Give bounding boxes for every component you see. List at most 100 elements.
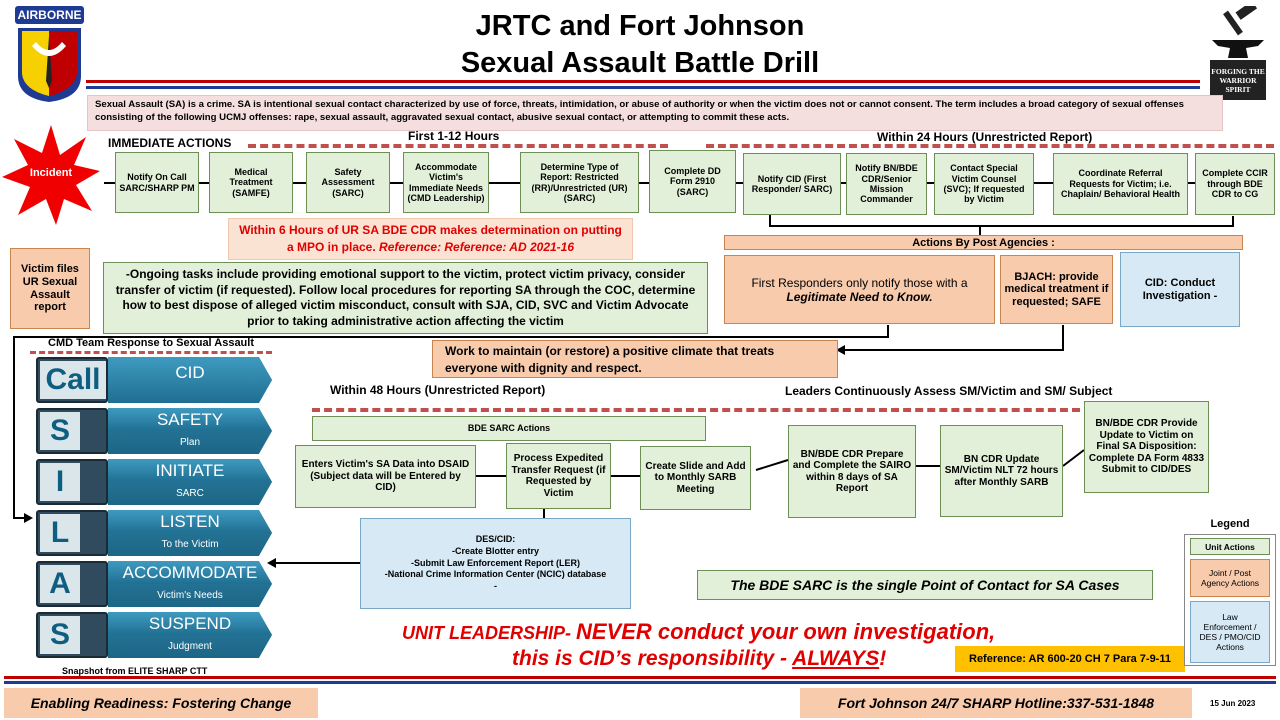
definition-banner: Sexual Assault (SA) is a crime. SA is in…	[87, 95, 1223, 131]
cid-responsibility-text: this is CID’s responsibility -	[512, 646, 793, 670]
silas-letter-a: A	[40, 565, 80, 603]
legend-unit: Unit Actions	[1190, 538, 1270, 555]
des-title: DES/CID:	[475, 534, 516, 545]
step-notify-sarc: Notify On Call SARC/SHARP PM	[115, 152, 199, 213]
legend: Legend Unit Actions Joint / Post Agency …	[1184, 518, 1276, 666]
des-line-dash: -	[494, 581, 497, 592]
snapshot-caption: Snapshot from ELITE SHARP CTT	[62, 666, 208, 676]
silas-letter-s1: S	[40, 412, 80, 450]
actions-post-header: Actions By Post Agencies :	[724, 235, 1243, 250]
step-notify-cid: Notify CID (First Responder/ SARC)	[743, 153, 841, 215]
silas-sub-accommodate: Victim's Needs	[157, 590, 223, 601]
silas-listen: L LISTEN To the Victim	[36, 510, 272, 556]
airborne-shield-icon	[15, 6, 84, 102]
first-hours-dash	[248, 144, 668, 148]
always-text: ALWAYS	[792, 646, 880, 670]
header-rule-red	[86, 80, 1200, 83]
warrior-logo-text: FORGING THE WARRIOR SPIRIT	[1210, 60, 1266, 100]
unit-leadership-label: UNIT LEADERSHIP-	[402, 623, 577, 643]
silas-top-safety: SAFETY	[108, 408, 272, 431]
step-report-type: Determine Type of Report: Restricted (RR…	[520, 152, 639, 213]
mpo-note: Within 6 Hours of UR SA BDE CDR makes de…	[228, 218, 633, 260]
step-referral: Coordinate Referral Requests for Victim;…	[1053, 153, 1188, 215]
unit-leadership-warning: UNIT LEADERSHIP- NEVER conduct your own …	[360, 618, 1080, 672]
within24-label: Within 24 Hours (Unrestricted Report)	[877, 130, 1093, 144]
incident-label: Incident	[29, 167, 73, 179]
silas-letter-i: I	[40, 463, 80, 501]
dsaid-box: Enters Victim's SA Data into DSAID (Subj…	[295, 445, 476, 508]
slide-box: Create Slide and Add to Monthly SARB Mee…	[640, 446, 751, 510]
silas-safety: S SAFETY Plan	[36, 408, 272, 454]
legend-joint: Joint / Post Agency Actions	[1190, 559, 1270, 597]
mpo-reference: Reference: Reference: AD 2021-16	[379, 240, 575, 255]
footer-rule-red	[4, 676, 1276, 679]
step-accommodate: Accommodate Victim's Immediate Needs (CM…	[403, 152, 489, 213]
exclaim-text: !	[879, 646, 887, 670]
silas-sub-initiate: SARC	[176, 488, 204, 499]
header-rule-blue	[86, 86, 1200, 89]
first-responders-box: First Responders only notify those with …	[724, 255, 995, 324]
footer-rule-blue	[4, 681, 1276, 684]
immediate-actions-label: IMMEDIATE ACTIONS	[108, 136, 232, 150]
within48-dash	[312, 408, 1080, 412]
airborne-logo: AIRBORNE	[12, 6, 87, 102]
silas-top-initiate: INITIATE	[108, 459, 272, 482]
first-hours-label: First 1-12 Hours	[408, 129, 500, 143]
silas-top-suspend: SUSPEND	[108, 612, 272, 635]
silas-initiate: I INITIATE SARC	[36, 459, 272, 505]
footer-motto: Enabling Readiness: Fostering Change	[4, 688, 318, 718]
starburst-icon	[2, 125, 100, 225]
step-safety: Safety Assessment (SARC)	[306, 152, 390, 213]
first-responders-text: First Responders only notify those with …	[751, 275, 968, 290]
transfer-box: Process Expedited Transfer Request (if R…	[506, 443, 611, 509]
step-svc: Contact Special Victim Counsel (SVC); If…	[934, 153, 1034, 215]
step-dd2910: Complete DD Form 2910 (SARC)	[649, 150, 736, 213]
poc-box: The BDE SARC is the single Point of Cont…	[697, 570, 1153, 600]
footer-date: 15 Jun 2023	[1210, 699, 1256, 708]
des-line-ler: -Submit Law Enforcement Report (LER)	[410, 557, 580, 568]
silas-top-accommodate: ACCOMMODATE	[108, 561, 272, 584]
final-update-box: BN/BDE CDR Provide Update to Victim on F…	[1084, 401, 1209, 493]
ongoing-tasks-box: -Ongoing tasks include providing emotion…	[103, 262, 708, 334]
page-title-line1: JRTC and Fort Johnson	[475, 10, 805, 42]
need-to-know-text: Legitimate Need to Know.	[786, 289, 933, 304]
within24-dash	[706, 144, 1274, 148]
sairo-box: BN/BDE CDR Prepare and Complete the SAIR…	[788, 425, 916, 518]
anvil-hammer-icon	[1212, 0, 1264, 58]
page-title-line2: Sexual Assault Battle Drill	[460, 47, 820, 79]
silas-accommodate: A ACCOMMODATE Victim's Needs	[36, 561, 272, 607]
des-line-ncic: -National Crime Information Center (NCIC…	[384, 569, 607, 580]
victim-files-box: Victim files UR Sexual Assault report	[10, 248, 90, 329]
warrior-logo: FORGING THE WARRIOR SPIRIT	[1206, 0, 1270, 100]
silas-letter-s2: S	[40, 616, 80, 654]
silas-suspend: S SUSPEND Judgment	[36, 612, 272, 658]
silas-letter-l: L	[40, 514, 80, 552]
footer-hotline: Fort Johnson 24/7 SHARP Hotline:337-531-…	[800, 688, 1192, 718]
bn-update-box: BN CDR Update SM/Victim NLT 72 hours aft…	[940, 425, 1063, 517]
never-text: NEVER conduct your own investigation,	[576, 619, 996, 644]
silas-top-listen: LISTEN	[108, 510, 272, 533]
bjach-box: BJACH: provide medical treatment if requ…	[1000, 255, 1113, 324]
silas-sub-suspend: Judgment	[168, 641, 212, 652]
legend-title: Legend	[1210, 518, 1250, 530]
legend-law: Law Enforcement / DES / PMO/CID Actions	[1190, 601, 1270, 663]
airborne-tab: AIRBORNE	[17, 8, 82, 22]
des-line-blotter: -Create Blotter entry	[451, 545, 540, 556]
step-notify-cdr: Notify BN/BDE CDR/Senior Mission Command…	[846, 153, 927, 215]
within48-label: Within 48 Hours (Unrestricted Report)	[330, 383, 546, 397]
silas-call: Call CID	[36, 357, 272, 403]
step-medical: Medical Treatment (SAMFE)	[209, 152, 293, 213]
silas-sub-safety: Plan	[179, 437, 200, 448]
leaders-assess-label: Leaders Continuously Assess SM/Victim an…	[785, 384, 1113, 398]
silas-sub-listen: To the Victim	[161, 539, 219, 550]
cmd-team-label: CMD Team Response to Sexual Assault	[48, 337, 254, 349]
incident-burst: Incident	[2, 125, 100, 225]
bde-sarc-actions-header: BDE SARC Actions	[312, 416, 706, 441]
des-cid-box: DES/CID: -Create Blotter entry -Submit L…	[360, 518, 631, 609]
mpo-text: Within 6 Hours of UR SA BDE CDR makes de…	[239, 223, 622, 255]
cmd-team-dash	[30, 351, 272, 354]
reference-box: Reference: AR 600-20 CH 7 Para 7-9-11	[955, 646, 1185, 672]
climate-box: Work to maintain (or restore) a positive…	[432, 340, 838, 378]
silas-letter-call: Call	[40, 361, 106, 399]
